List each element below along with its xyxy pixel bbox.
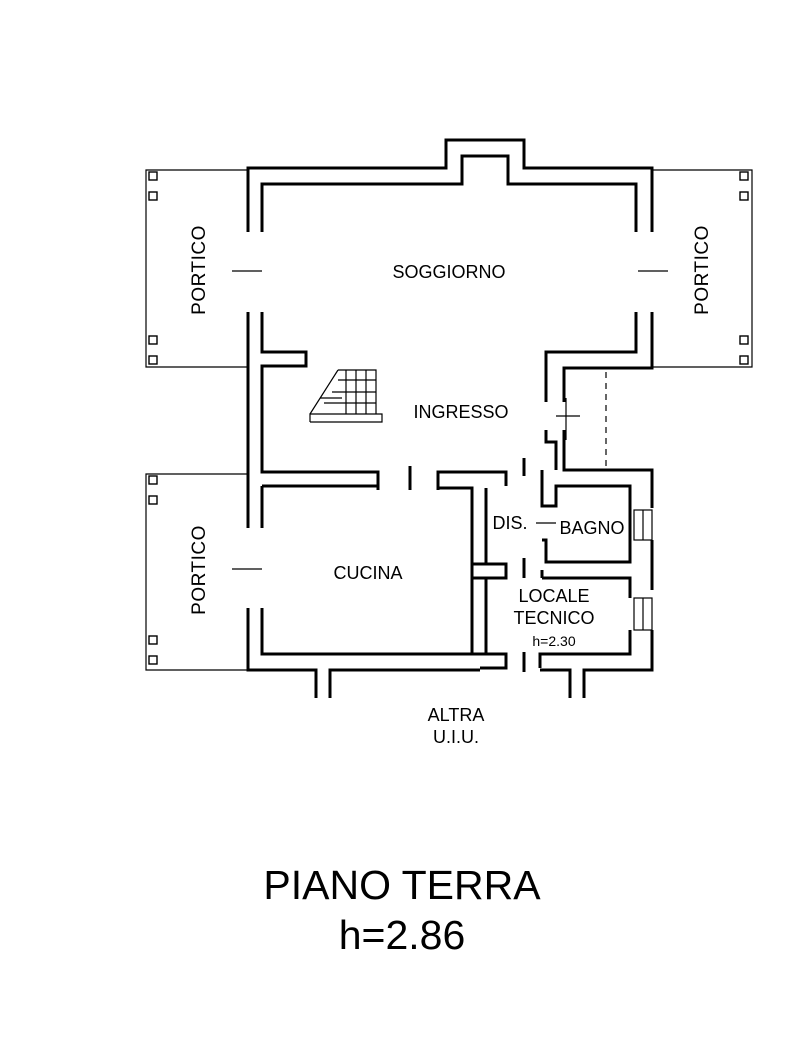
room-label-dis: DIS.: [492, 513, 527, 533]
portico-label-left-top: PORTICO: [189, 225, 210, 315]
window-marks: [232, 270, 668, 672]
room-label-ingresso: INGRESSO: [413, 402, 508, 422]
room-label-cucina: CUCINA: [333, 563, 402, 583]
portico-right-top: [652, 169, 753, 368]
room-label-soggiorno: SOGGIORNO: [392, 262, 505, 282]
portico-left-top: [145, 169, 248, 368]
plan-height: h=2.86: [338, 912, 466, 958]
portico-label-left-bottom: PORTICO: [189, 525, 210, 615]
altra-label-line2: U.I.U.: [433, 727, 479, 747]
portico-left-bottom: [145, 473, 248, 671]
room-label-locale: LOCALE: [518, 586, 589, 606]
room-label-tecnico: TECNICO: [514, 608, 595, 628]
portico-label-right-top: PORTICO: [692, 225, 713, 315]
room-label-bagno: BAGNO: [559, 518, 624, 538]
locale-height-label: h=2.30: [532, 633, 575, 649]
altra-label-line1: ALTRA: [428, 705, 485, 725]
plan-title: PIANO TERRA: [263, 862, 541, 908]
side-windows: [633, 509, 653, 631]
staircase-icon: [309, 369, 383, 423]
walls: [246, 138, 654, 698]
